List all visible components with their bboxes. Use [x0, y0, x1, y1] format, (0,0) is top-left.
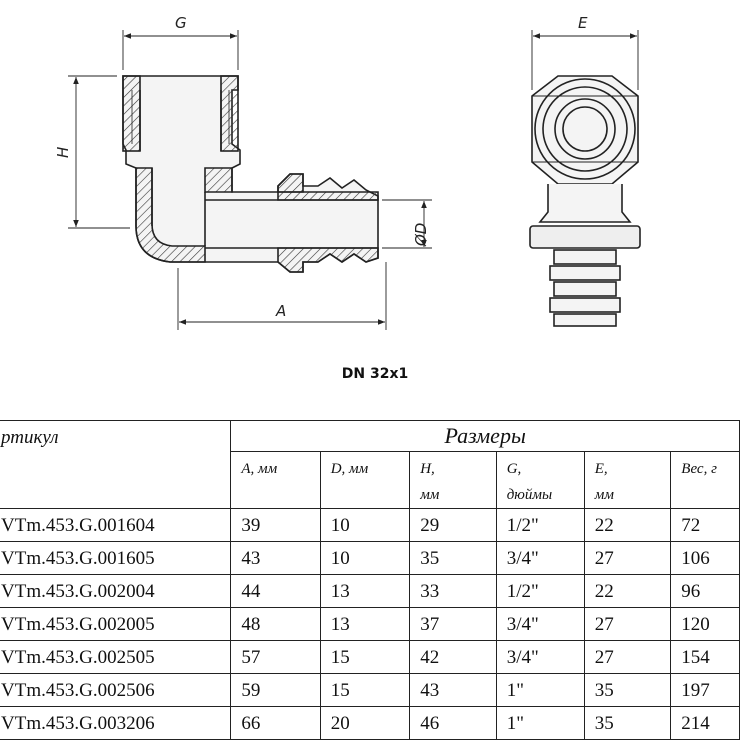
cell-g: 1/2": [495, 574, 585, 608]
cell-w: 96: [670, 574, 740, 608]
cell-e: 27: [583, 640, 672, 674]
column-header: A, мм: [230, 451, 321, 509]
header-dimensions: Размеры: [230, 420, 740, 452]
cell-w: 197: [670, 673, 740, 707]
cell-article: VTm.453.G.001604: [0, 508, 232, 542]
column-header-line1: A, мм: [241, 461, 278, 477]
dim-label-a: A: [275, 302, 286, 320]
column-header-line1: D, мм: [330, 461, 369, 477]
cell-w: 154: [670, 640, 740, 674]
cell-w: 214: [670, 706, 740, 740]
column-header-line1: G,: [506, 461, 522, 477]
cell-a: 39: [230, 508, 321, 542]
cell-e: 22: [583, 508, 672, 542]
column-header-line1: E,: [594, 461, 608, 477]
cell-article: VTm.453.G.002506: [0, 673, 232, 707]
dimension-d: [382, 199, 432, 249]
cell-article: VTm.453.G.002005: [0, 607, 232, 641]
dim-label-e: E: [578, 14, 588, 32]
cell-article: VTm.453.G.003206: [0, 706, 232, 740]
cell-a: 48: [230, 607, 321, 641]
cell-article: VTm.453.G.001605: [0, 541, 232, 575]
cell-e: 35: [583, 706, 672, 740]
cell-a: 59: [230, 673, 321, 707]
spec-table: ртикул Размеры A, мм D, мм H, мм G, дюймы E, мм…: [0, 420, 740, 740]
cell-g: 1": [495, 706, 585, 740]
cell-h: 29: [409, 508, 497, 542]
cell-a: 43: [230, 541, 321, 575]
cell-h: 46: [409, 706, 497, 740]
cell-h: 37: [409, 607, 497, 641]
column-header-row: A, мм D, мм H, мм G, дюймы E, мм Вес, г: [0, 451, 740, 509]
cell-e: 22: [583, 574, 672, 608]
side-section-view: [122, 75, 379, 273]
cell-a: 44: [230, 574, 321, 608]
cell-e: 35: [583, 673, 672, 707]
cell-d: 13: [319, 607, 411, 641]
cell-d: 15: [319, 640, 411, 674]
dim-label-h: H: [54, 147, 72, 158]
column-header: E, мм: [583, 451, 672, 509]
cell-g: 3/4": [495, 640, 585, 674]
dimension-g: [122, 30, 239, 70]
cell-w: 120: [670, 607, 740, 641]
dimension-a: [177, 262, 387, 330]
column-header-line1: Вес, г: [681, 461, 717, 477]
front-view: [529, 75, 641, 327]
dimension-e: [531, 30, 639, 90]
column-header-line1: H,: [420, 461, 435, 477]
header-article: ртикул: [0, 420, 232, 509]
column-header-line2: мм: [420, 487, 440, 503]
column-header: H, мм: [409, 451, 497, 509]
cell-d: 13: [319, 574, 411, 608]
cell-w: 106: [670, 541, 740, 575]
column-header: D, мм: [319, 451, 411, 509]
table-header-row: ртикул Размеры: [0, 420, 740, 509]
technical-drawing: G H A ØD: [54, 14, 641, 330]
cell-article: VTm.453.G.002505: [0, 640, 232, 674]
cell-e: 27: [583, 541, 672, 575]
dim-label-g: G: [175, 14, 187, 32]
cell-h: 43: [409, 673, 497, 707]
cell-d: 10: [319, 541, 411, 575]
dim-label-d: ØD: [412, 223, 430, 247]
cell-g: 3/4": [495, 607, 585, 641]
cell-d: 15: [319, 673, 411, 707]
dimension-h: [68, 75, 130, 229]
cell-article: VTm.453.G.002004: [0, 574, 232, 608]
cell-d: 10: [319, 508, 411, 542]
cell-h: 35: [409, 541, 497, 575]
cell-d: 20: [319, 706, 411, 740]
column-header-line2: мм: [594, 487, 614, 503]
cell-e: 27: [583, 607, 672, 641]
cell-g: 3/4": [495, 541, 585, 575]
cell-g: 1/2": [495, 508, 585, 542]
column-header-line2: дюймы: [506, 487, 553, 503]
cell-g: 1": [495, 673, 585, 707]
column-header: Вес, г: [670, 451, 740, 509]
cell-a: 66: [230, 706, 321, 740]
column-header: G, дюймы: [495, 451, 585, 509]
drawing-caption: DN 32x1: [341, 366, 409, 382]
cell-a: 57: [230, 640, 321, 674]
cell-h: 42: [409, 640, 497, 674]
cell-w: 72: [670, 508, 740, 542]
cell-h: 33: [409, 574, 497, 608]
